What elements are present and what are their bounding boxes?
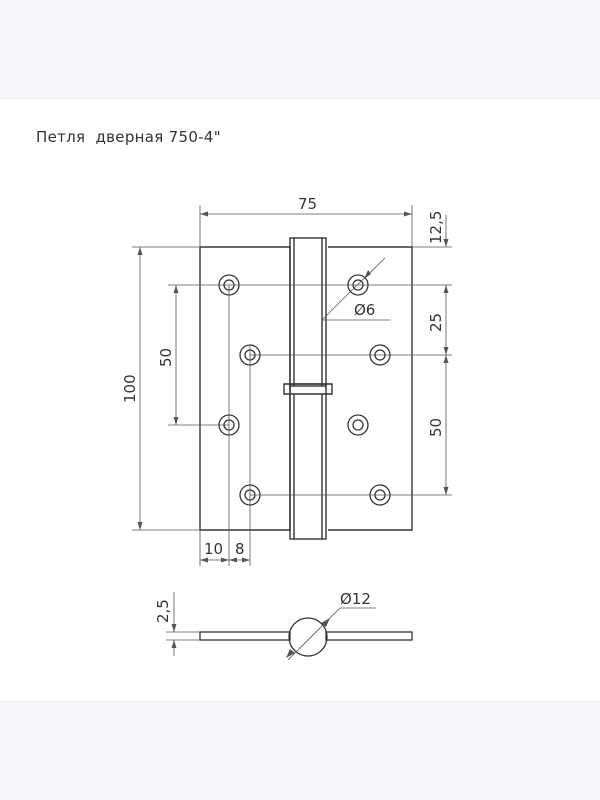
dim-knuckle-diameter: Ø12 (340, 590, 371, 608)
drawing-title: Петля дверная 750-4" (36, 128, 221, 146)
hinge-side-view (199, 617, 413, 657)
side-arrowheads (171, 618, 330, 658)
dim-hole-offset: 8 (235, 540, 245, 558)
dim-height: 100 (121, 374, 139, 403)
left-leaf (199, 246, 291, 531)
knuckle-upper (289, 237, 327, 387)
hole (347, 414, 369, 436)
side-leaf-left (199, 631, 291, 641)
arrowheads (137, 211, 449, 563)
dim-width: 75 (298, 195, 317, 213)
hinge-front-view (199, 237, 413, 540)
drawing-sheet: Петля дверная 750-4" (0, 100, 600, 700)
dim-thickness: 2,5 (154, 599, 172, 623)
dim-top-offset: 12,5 (427, 211, 445, 244)
knuckle-lower (289, 383, 327, 540)
side-knuckle (288, 617, 328, 657)
dim-hole-spacing-lower: 50 (427, 418, 445, 437)
dim-edge-offset: 10 (204, 540, 223, 558)
side-leaf-right (325, 631, 413, 641)
dimension-lines (132, 205, 452, 566)
dim-hole-spacing-upper: 25 (427, 313, 445, 332)
dim-left-spacing: 50 (157, 348, 175, 367)
dim-hole-diameter: Ø6 (354, 301, 375, 319)
right-leaf (328, 246, 413, 531)
